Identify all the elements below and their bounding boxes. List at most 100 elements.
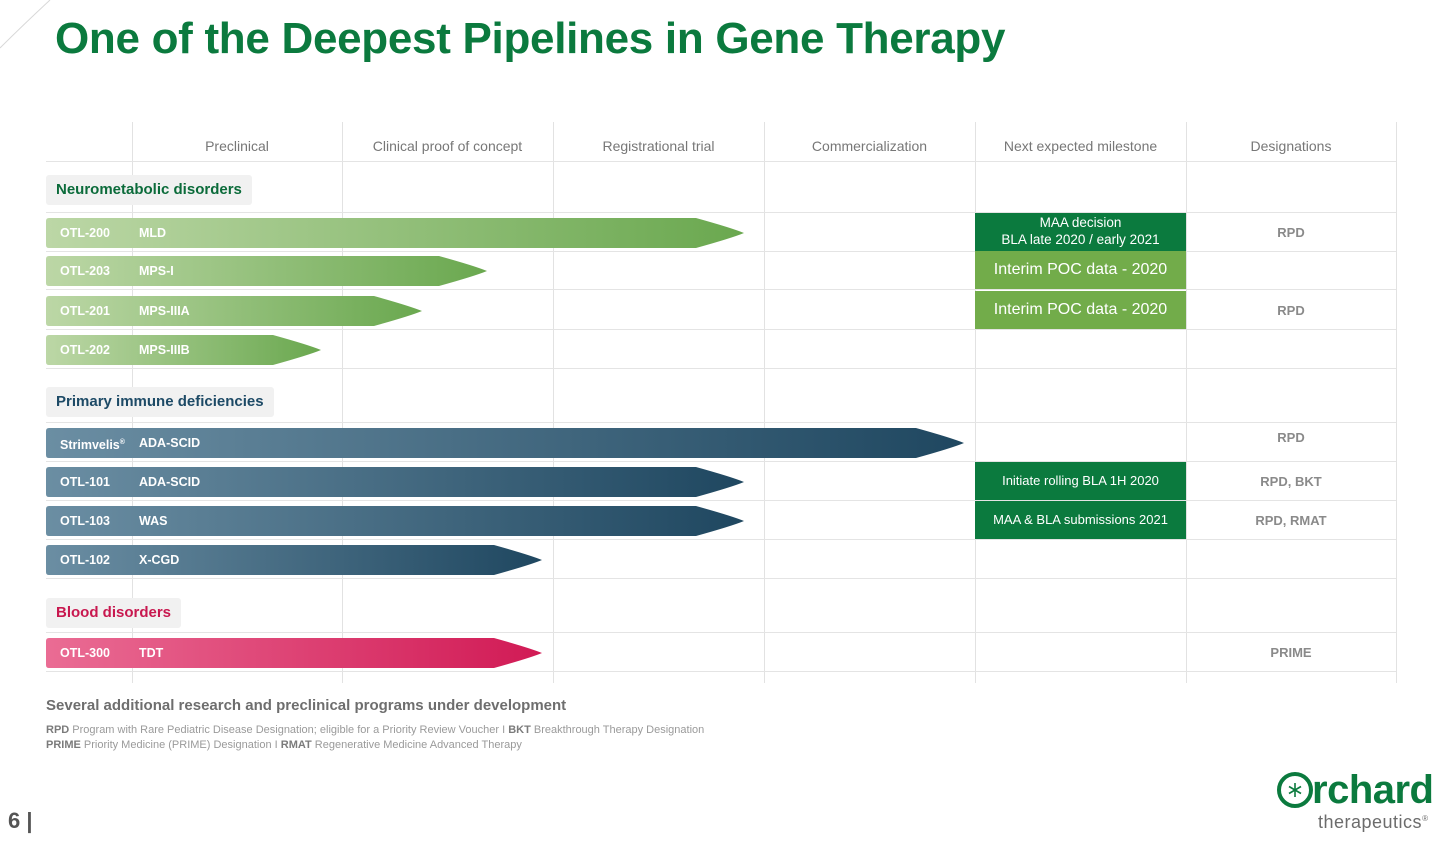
program-bar-otl-300[interactable]: OTL-300 TDT [46,638,542,668]
program-arrow-shape [46,428,964,458]
program-indication: MPS-IIIA [139,304,190,318]
legend-text: Priority Medicine (PRIME) Designation I [80,739,281,751]
program-code-text: OTL-300 [60,646,111,660]
program-arrow-shape [46,545,542,575]
milestone-line: Interim POC data - 2020 [993,261,1168,278]
program-code-mark: ® [119,439,125,446]
legend-text: Program with Rare Pediatric Disease Desi… [69,724,509,736]
program-code: OTL-202 [60,335,110,365]
milestone-otl-203: Interim POC data - 2020 [975,251,1186,289]
row-divider [46,368,1396,369]
designation-otl-200: RPD [1277,225,1305,240]
program-arrow-path [46,296,422,326]
group-divider [46,632,1396,633]
column-header-commercialization: Commercialization [811,138,928,154]
program-bar-otl-200[interactable]: OTL-200 MLD [46,218,744,248]
program-code: Strimvelis® [60,428,125,458]
group-label-blood-disorders: Blood disorders [46,598,182,628]
footnote-legend-line-1: RPD Program with Rare Pediatric Disease … [46,724,704,736]
program-code: OTL-300 [60,638,110,668]
program-indication: ADA-SCID [139,436,201,450]
program-code: OTL-103 [60,506,110,536]
program-arrow-path [46,218,744,248]
header-divider [46,161,1396,162]
page-number-value: 6 [8,808,21,833]
program-arrow-shape [46,296,422,326]
column-header-next-expected-milestone: Next expected milestone [1003,138,1158,154]
program-arrow-shape [46,638,542,668]
grid-vline [1186,122,1187,683]
grid-vline [1396,122,1397,683]
milestone-otl-103: MAA & BLA submissions 2021 [975,501,1186,539]
footnote-main: Several additional research and preclini… [46,697,567,714]
row-divider [46,289,1396,290]
column-header-registrational-trial: Registrational trial [602,138,715,154]
legend-abbr: BKT [508,724,531,736]
program-code: OTL-201 [60,296,110,326]
logo-trademark: ® [1422,814,1429,823]
logo-subtitle: therapeutics® [1318,812,1428,833]
row-divider [46,539,1396,540]
column-header-designations: Designations [1250,138,1332,154]
program-code-text: OTL-200 [60,226,111,240]
program-bar-otl-201[interactable]: OTL-201 MPS-IIIA [46,296,422,326]
designation-otl-201: RPD [1277,303,1305,318]
legend-abbr: RMAT [280,739,312,751]
program-indication: TDT [139,646,164,660]
program-arrow-path [46,545,542,575]
column-header-preclinical: Preclinical [205,138,269,154]
row-divider [46,671,1396,672]
page-title: One of the Deepest Pipelines in Gene The… [55,14,1006,63]
program-arrow-path [46,638,542,668]
program-code-text: OTL-202 [60,343,111,357]
program-code: OTL-101 [60,467,110,497]
program-code-text: OTL-201 [60,304,111,318]
program-indication: MPS-IIIB [139,343,190,357]
milestone-otl-201: Interim POC data - 2020 [975,291,1186,329]
grid-vline [764,122,765,683]
row-divider [46,578,1396,579]
milestone-otl-101: Initiate rolling BLA 1H 2020 [975,462,1186,500]
milestone-line: MAA & BLA submissions 2021 [993,511,1168,527]
program-bar-strimvelis[interactable]: Strimvelis® ADA-SCID [46,428,964,458]
milestone-line: Interim POC data - 2020 [993,301,1168,318]
row-divider [46,329,1396,330]
logo-subtitle-text: therapeutics [1318,812,1423,832]
program-arrow-shape [46,467,744,497]
program-indication: WAS [139,514,168,528]
program-indication: MLD [139,226,167,240]
program-bar-otl-202[interactable]: OTL-202 MPS-IIIB [46,335,321,365]
program-indication: MPS-I [139,264,174,278]
page-number: 6 | [8,808,33,833]
program-bar-otl-103[interactable]: OTL-103 WAS [46,506,744,536]
corner-decoration [0,0,51,49]
logo-wordmark: rchard [1312,768,1434,812]
program-arrow-shape [46,506,744,536]
row-divider [46,251,1396,252]
program-arrow-path [46,256,487,286]
row-divider [46,500,1396,501]
program-arrow-shape [46,218,744,248]
program-code-text: OTL-102 [60,553,111,567]
designation-otl-103: RPD, RMAT [1255,513,1327,528]
program-code: OTL-102 [60,545,110,575]
grid-vline [975,122,976,683]
program-arrow-path [46,335,321,365]
orchard-logo: rchard therapeutics® [1276,768,1441,838]
designation-strimvelis: RPD [1277,430,1305,445]
milestone-line: Initiate rolling BLA 1H 2020 [1002,472,1159,488]
program-code-text: Strimvelis [60,438,120,453]
program-arrow-path [46,506,744,536]
legend-text: Breakthrough Therapy Designation [530,724,705,736]
footnote-legend-line-2: PRIME Priority Medicine (PRIME) Designat… [46,739,522,751]
group-label-primary-immune-deficiencies: Primary immune deficiencies [46,387,274,417]
program-arrow-path [46,467,744,497]
grid-vline [553,122,554,683]
program-code-text: OTL-101 [60,475,111,489]
program-arrow-path [46,428,964,458]
